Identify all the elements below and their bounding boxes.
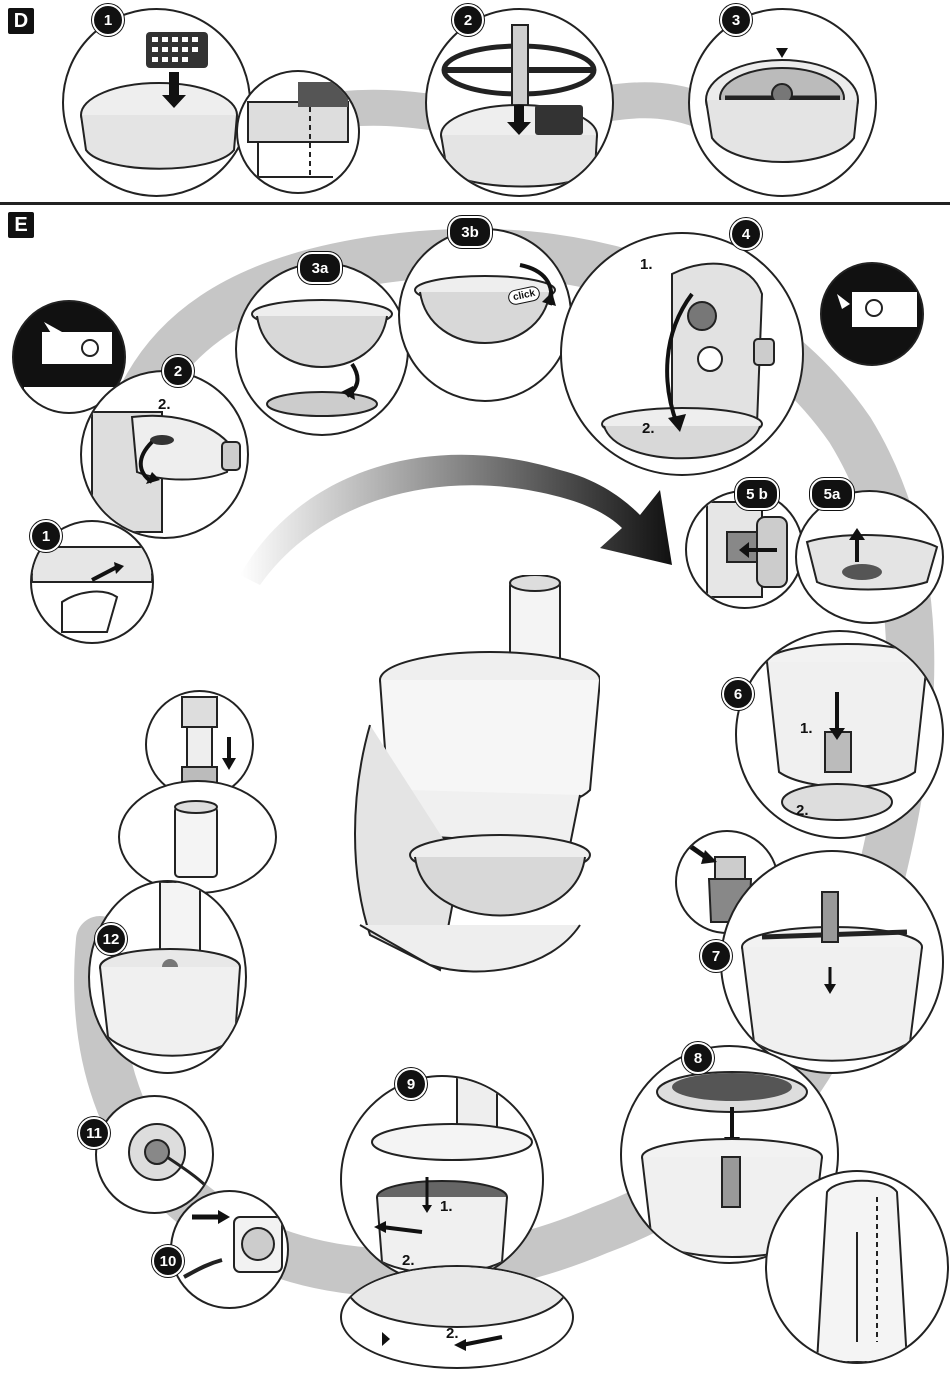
- step-d3-illustration: [688, 8, 877, 197]
- step-e2-badge: 2: [162, 355, 194, 387]
- step-e7-badge: 7: [700, 940, 732, 972]
- step-e12-illustration: [88, 880, 247, 1074]
- step-e9-substep-3-label: 2.: [446, 1325, 459, 1342]
- step-e11-illustration: [95, 1095, 214, 1214]
- step-e4-substep-1-label: 1.: [640, 256, 653, 273]
- step-e6-badge: 6: [722, 678, 754, 710]
- step-e3b-illustration: [398, 228, 572, 402]
- section-e-label: E: [8, 212, 34, 238]
- step-e3a-illustration: [235, 262, 409, 436]
- step-d2-badge: 2: [452, 4, 484, 36]
- step-e9-illustration: [340, 1075, 544, 1284]
- step-e6-substep-2-label: 2.: [796, 802, 809, 819]
- step-e7-illustration: [720, 850, 944, 1074]
- step-e6-illustration: [735, 630, 944, 839]
- step-e10-illustration: [170, 1190, 289, 1309]
- step-e12-badge: 12: [95, 923, 127, 955]
- step-e12-middle-illustration: [118, 780, 277, 894]
- step-e4-illustration: [560, 232, 804, 476]
- step-e9-substep-2-label: 2.: [402, 1252, 415, 1269]
- step-e9-substep-1-label: 1.: [440, 1198, 453, 1215]
- step-e4-badge: 4: [730, 218, 762, 250]
- step-e1-badge: 1: [30, 520, 62, 552]
- step-e2-substep-label: 2.: [158, 396, 171, 413]
- step-d2-illustration: [425, 8, 614, 197]
- step-e8-badge: 8: [682, 1042, 714, 1074]
- step-d1-detail-illustration: [236, 70, 360, 194]
- section-divider: [0, 202, 950, 205]
- step-e10-badge: 10: [152, 1245, 184, 1277]
- step-e3a-badge: 3a: [298, 252, 342, 284]
- food-processor-assembled-illustration: [340, 575, 600, 985]
- step-e5b-badge: 5 b: [735, 478, 779, 510]
- step-e8-detail-illustration: [765, 1170, 949, 1364]
- section-d-label: D: [8, 8, 34, 34]
- step-e3b-badge: 3b: [448, 216, 492, 248]
- step-e4-substep-2-label: 2.: [642, 420, 655, 437]
- step-d3-badge: 3: [720, 4, 752, 36]
- step-e6-substep-1-label: 1.: [800, 720, 813, 737]
- step-d1-illustration: [62, 8, 251, 197]
- step-e5a-illustration: [795, 490, 944, 624]
- step-e9-detail-illustration: [340, 1265, 574, 1369]
- step-e5a-badge: 5a: [810, 478, 854, 510]
- step-e11-badge: 11: [78, 1117, 110, 1149]
- step-e9-badge: 9: [395, 1068, 427, 1100]
- step-d1-badge: 1: [92, 4, 124, 36]
- step-e4-detail-illustration: [820, 262, 924, 366]
